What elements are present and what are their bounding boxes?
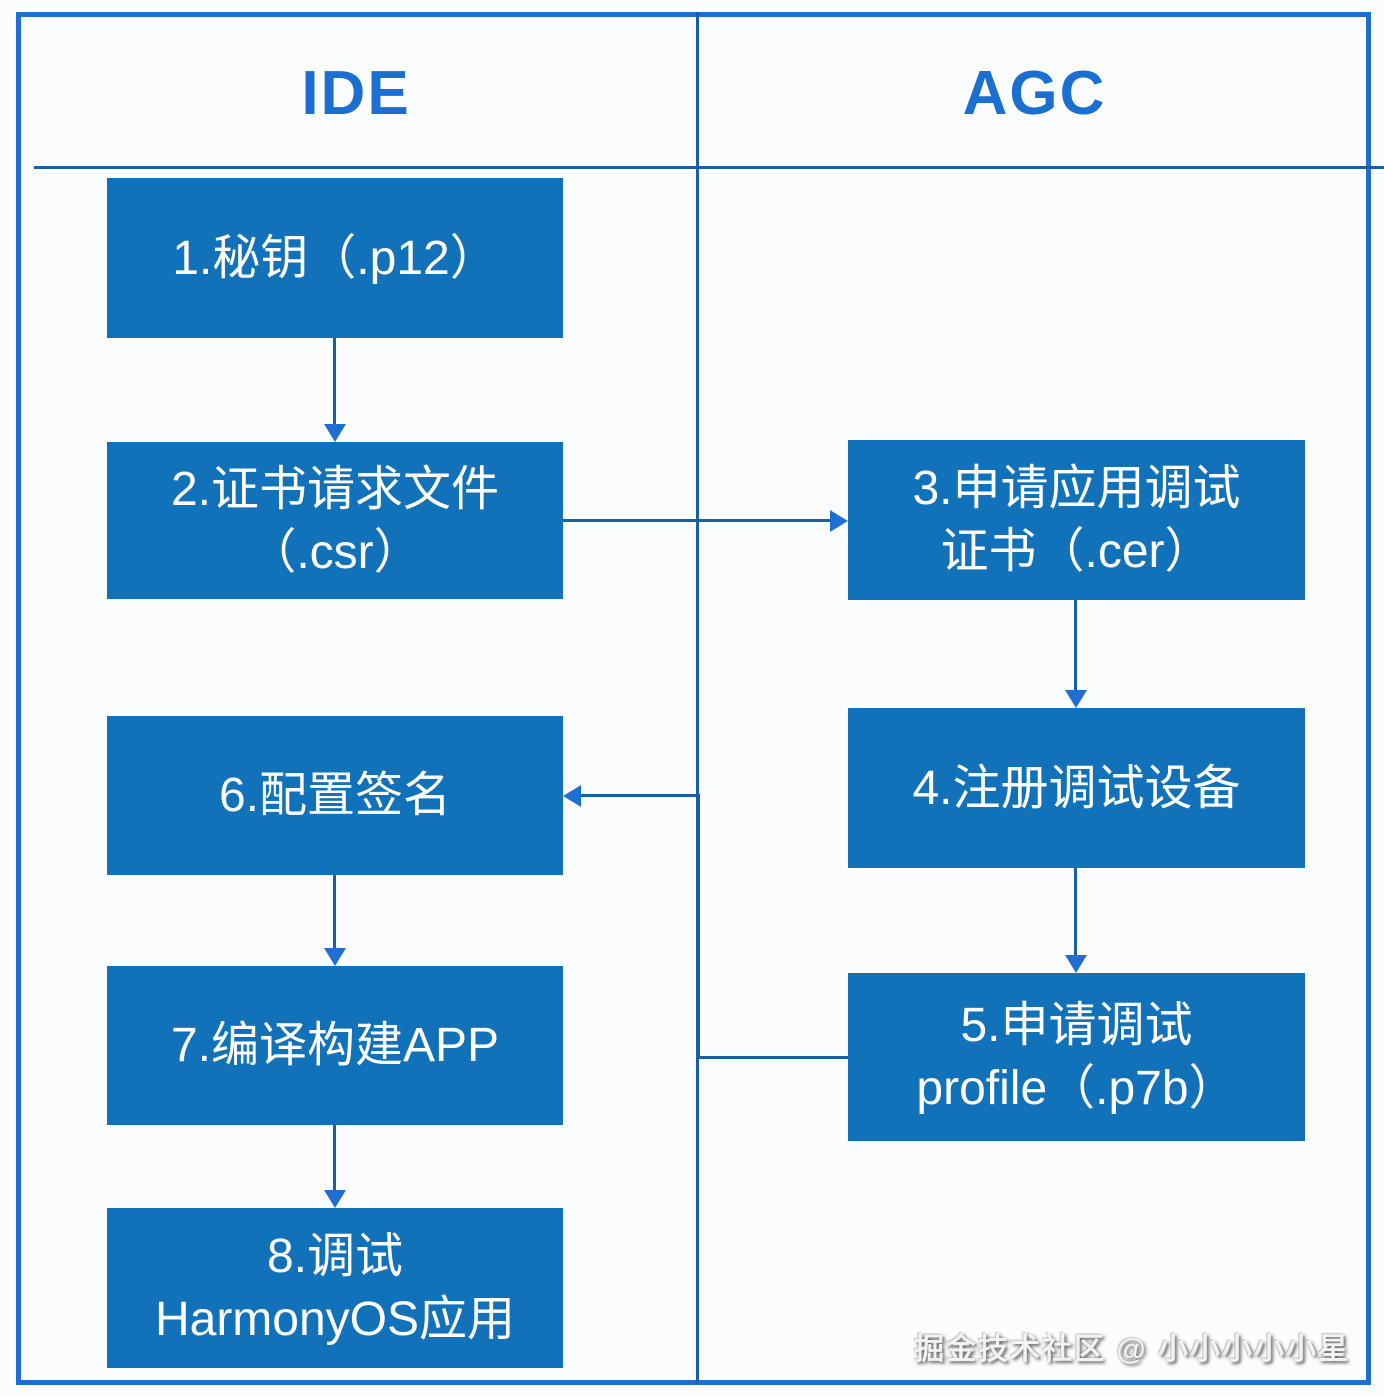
node-2-cert-request-file: 2.证书请求文件 （.csr） xyxy=(107,442,563,599)
edge-line xyxy=(333,875,336,948)
node-6-configure-signing: 6.配置签名 xyxy=(107,716,563,875)
arrowhead-down-icon xyxy=(324,1190,346,1208)
node-label-line1: 8.调试 xyxy=(266,1230,404,1283)
node-label-line1: 5.申请调试 xyxy=(960,999,1193,1052)
arrowhead-down-icon xyxy=(1065,955,1087,973)
edge-line-top xyxy=(581,794,699,797)
node-label: 4.注册调试设备 xyxy=(912,761,1241,815)
watermark: 掘金技术社区 @ 小小小小小星 xyxy=(914,1333,1350,1366)
edge-line xyxy=(333,1125,336,1190)
column-header-agc: AGC xyxy=(962,59,1107,128)
node-label: 6.配置签名 xyxy=(218,769,452,822)
node-label: 1.秘钥（.p12） xyxy=(172,231,498,285)
column-divider xyxy=(696,12,699,1383)
node-4-register-debug-device: 4.注册调试设备 xyxy=(848,708,1305,868)
node-label-line1: 2.证书请求文件 xyxy=(170,462,500,516)
node-label-line2: 证书（.cer） xyxy=(940,525,1213,578)
edge-line-bottom xyxy=(697,1056,848,1059)
edge-line xyxy=(563,519,830,522)
arrowhead-down-icon xyxy=(324,948,346,966)
node-8-debug-harmonyos-app: 8.调试 HarmonyOS应用 xyxy=(107,1208,563,1368)
column-header-ide: IDE xyxy=(301,59,411,128)
arrowhead-left-icon xyxy=(563,785,581,807)
node-7-build-app: 7.编译构建APP xyxy=(107,966,563,1125)
node-label-line2: HarmonyOS应用 xyxy=(154,1293,516,1346)
arrowhead-down-icon xyxy=(1065,690,1087,708)
node-3-apply-debug-cert: 3.申请应用调试 证书（.cer） xyxy=(848,440,1305,600)
node-label-line2: （.csr） xyxy=(248,525,422,579)
arrowhead-right-icon xyxy=(830,510,848,532)
node-label: 7.编译构建APP xyxy=(170,1019,500,1072)
node-label-line1: 3.申请应用调试 xyxy=(912,462,1241,515)
node-5-apply-debug-profile: 5.申请调试 profile（.p7b） xyxy=(848,973,1305,1141)
diagram-frame xyxy=(16,12,1371,1385)
edge-line xyxy=(1074,868,1077,955)
edge-line xyxy=(1074,600,1077,690)
header-separator xyxy=(34,166,1384,169)
node-1-secret-key: 1.秘钥（.p12） xyxy=(107,178,563,338)
edge-line xyxy=(333,338,336,426)
edge-line-vertical xyxy=(697,794,700,1059)
arrowhead-down-icon xyxy=(324,424,346,442)
node-label-line2: profile（.p7b） xyxy=(916,1062,1237,1115)
